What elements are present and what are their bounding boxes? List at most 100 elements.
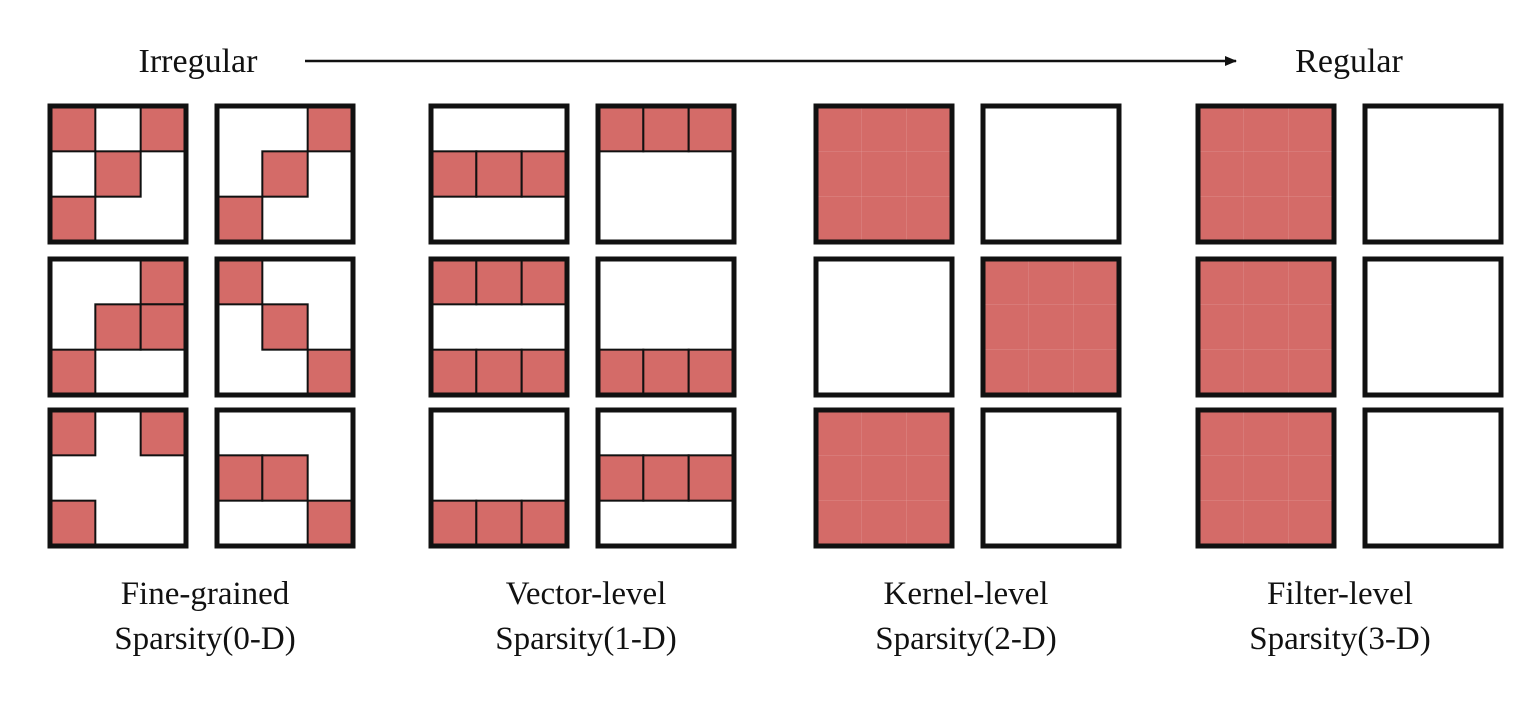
regular-label: Regular <box>1295 43 1403 80</box>
pruned-cell <box>139 303 188 351</box>
kernel-border <box>813 407 955 549</box>
caption-vector-level-line1: Vector-level <box>506 576 667 612</box>
kernel-border <box>1362 256 1504 398</box>
pruned-cell <box>139 409 188 457</box>
pruned-cell <box>906 196 952 242</box>
pruned-cell <box>1288 106 1334 152</box>
pruned-cell <box>687 105 736 153</box>
pruned-cell <box>1198 151 1244 197</box>
kernel-border <box>214 407 356 549</box>
kernel-border <box>980 256 1122 398</box>
kernel-border <box>47 407 189 549</box>
pruned-cell <box>1198 500 1244 546</box>
kernel-border <box>1195 407 1337 549</box>
caption-vector-level-line2: Sparsity(1-D) <box>495 621 676 657</box>
kernel-border <box>980 407 1122 549</box>
pruned-cell <box>306 105 354 153</box>
caption-vector-level: Vector-level Sparsity(1-D) <box>495 576 676 657</box>
pruned-cell <box>216 454 264 502</box>
pruned-cell <box>1288 304 1334 350</box>
kernel-kernel-level-3 <box>813 256 955 398</box>
pruned-cell <box>520 348 569 396</box>
caption-fine-grained: Fine-grained Sparsity(0-D) <box>114 576 295 657</box>
pruned-cell <box>216 258 264 306</box>
pruned-cell <box>816 455 862 501</box>
pruned-cell <box>1288 151 1334 197</box>
pruned-cell <box>94 150 142 198</box>
pruned-cell <box>816 151 862 197</box>
pruned-cell <box>475 150 523 198</box>
pruned-cell <box>430 258 478 306</box>
kernel-fine-grained-5 <box>47 407 189 549</box>
kernel-border <box>1195 256 1337 398</box>
kernel-border <box>428 103 570 245</box>
kernel-border <box>47 103 189 245</box>
pruned-cell <box>475 499 523 547</box>
pruned-cell <box>94 303 142 351</box>
irregular-label: Irregular <box>139 43 259 80</box>
kernel-filter-level-6 <box>1362 407 1504 549</box>
kernel-kernel-level-2 <box>980 103 1122 245</box>
pruned-cell <box>430 150 478 198</box>
kernel-border <box>47 256 189 398</box>
pruned-cell <box>1198 410 1244 456</box>
pruned-cell <box>49 348 97 396</box>
kernel-border <box>214 256 356 398</box>
pruned-cell <box>475 258 523 306</box>
pruned-cell <box>1288 410 1334 456</box>
pruned-cell <box>1073 304 1119 350</box>
kernel-fine-grained-1 <box>47 103 189 245</box>
kernel-filter-level-2 <box>1362 103 1504 245</box>
kernel-border <box>1195 103 1337 245</box>
kernel-kernel-level-4 <box>980 256 1122 398</box>
kernel-border <box>595 407 737 549</box>
pruned-cell <box>642 454 690 502</box>
caption-fine-grained-line2: Sparsity(0-D) <box>114 621 295 657</box>
kernel-vector-level-4 <box>595 256 737 398</box>
kernel-kernel-level-6 <box>980 407 1122 549</box>
pruned-cell <box>261 454 309 502</box>
pruned-cell <box>1243 196 1289 242</box>
kernel-border <box>595 103 737 245</box>
group-vector-level <box>428 103 737 549</box>
pruned-cell <box>520 499 569 547</box>
kernel-vector-level-5 <box>428 407 570 549</box>
pruned-cell <box>861 455 907 501</box>
pruned-cell <box>49 195 97 244</box>
group-fine-grained <box>47 103 356 549</box>
kernel-border <box>813 256 955 398</box>
kernel-fine-grained-2 <box>214 103 356 245</box>
kernel-kernel-level-5 <box>813 407 955 549</box>
kernel-background <box>983 410 1119 546</box>
pruned-cell <box>1028 349 1074 395</box>
pruned-cell <box>861 106 907 152</box>
pruned-cell <box>1073 349 1119 395</box>
pruned-cell <box>216 195 264 244</box>
kernel-background <box>983 106 1119 242</box>
kernel-border <box>428 407 570 549</box>
pruned-cell <box>1288 259 1334 305</box>
kernel-border <box>1362 407 1504 549</box>
pruned-cell <box>642 348 690 396</box>
pruned-cell <box>597 454 645 502</box>
caption-filter-level-line2: Sparsity(3-D) <box>1249 621 1430 657</box>
pruned-cell <box>1243 259 1289 305</box>
kernel-background <box>816 259 952 395</box>
pruned-cell <box>1243 410 1289 456</box>
groups-layer <box>47 103 1504 549</box>
pruned-cell <box>306 348 354 396</box>
caption-filter-level-line1: Filter-level <box>1267 576 1413 612</box>
pruned-cell <box>1288 349 1334 395</box>
kernel-filter-level-5 <box>1195 407 1337 549</box>
pruned-cell <box>816 410 862 456</box>
pruned-cell <box>1028 259 1074 305</box>
pruned-cell <box>861 410 907 456</box>
pruned-cell <box>597 348 645 396</box>
kernel-border <box>428 256 570 398</box>
kernel-border <box>813 103 955 245</box>
pruned-cell <box>597 105 645 153</box>
pruned-cell <box>687 348 736 396</box>
pruned-cell <box>1198 304 1244 350</box>
pruned-cell <box>1073 259 1119 305</box>
